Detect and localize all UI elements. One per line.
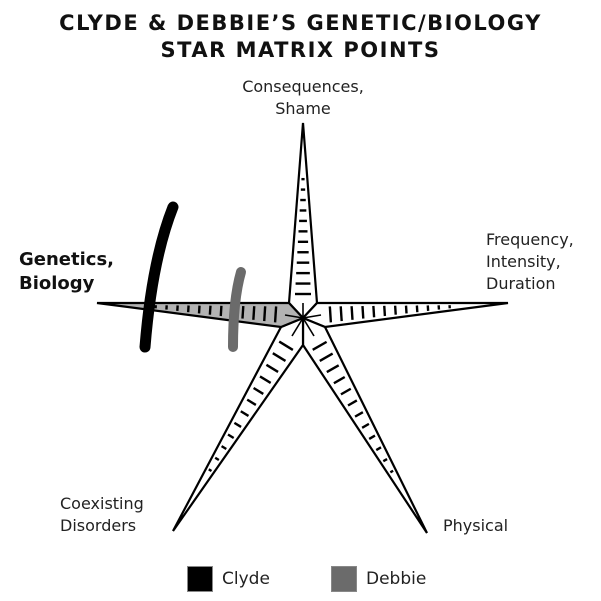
title-line-2: STAR MATRIX POINTS: [160, 38, 441, 62]
star-point-physical: [301, 316, 428, 534]
tick-mark: [208, 305, 212, 315]
tick-mark: [252, 387, 264, 395]
title-line-1: CLYDE & DEBBIE’S GENETIC/BIOLOGY: [59, 11, 542, 35]
tick-mark: [350, 306, 354, 320]
label-consequences: Consequences,Shame: [242, 77, 364, 118]
label-frequency: Frequency,Intensity,Duration: [486, 230, 574, 293]
tick-mark: [340, 387, 352, 396]
star-center-divider: [302, 314, 322, 319]
star-point-frequency: [301, 301, 509, 329]
legend-swatch-debbie: [331, 566, 357, 592]
chart-title: CLYDE & DEBBIE’S GENETIC/BIOLOGY STAR MA…: [0, 10, 601, 64]
tick-mark: [252, 306, 256, 320]
tick-mark: [361, 305, 365, 319]
star-point-genetics: [96, 301, 305, 329]
tick-mark: [375, 446, 382, 452]
tick-mark: [319, 352, 334, 363]
tick-mark: [220, 445, 227, 450]
tick-mark: [339, 306, 343, 322]
marker-debbie: [228, 267, 246, 352]
star-center-divider: [302, 317, 315, 337]
tick-mark: [259, 375, 272, 384]
tick-mark: [368, 434, 376, 440]
legend-item-debbie: Debbie: [331, 566, 426, 592]
tick-mark: [312, 340, 328, 351]
tick-mark: [326, 364, 340, 374]
tick-mark: [208, 468, 213, 473]
tick-mark: [404, 305, 408, 314]
tick-mark: [393, 305, 397, 315]
star-point-consequences: [287, 122, 319, 320]
tick-mark: [227, 433, 235, 439]
tick-mark: [278, 340, 294, 351]
star-center-divider: [284, 314, 304, 319]
tick-mark: [333, 375, 346, 385]
label-physical: Physical: [443, 516, 509, 535]
tick-mark: [347, 399, 358, 407]
tick-mark: [273, 306, 278, 323]
marker-clyde: [139, 201, 179, 353]
tick-mark: [382, 457, 388, 463]
tick-mark: [389, 469, 394, 474]
legend-label-clyde: Clyde: [222, 569, 270, 589]
tick-mark: [361, 422, 370, 429]
tick-mark: [214, 456, 220, 462]
legend-label-debbie: Debbie: [366, 569, 427, 589]
star-center-divider: [291, 317, 304, 337]
tick-mark: [240, 410, 250, 417]
tick-mark: [241, 305, 245, 319]
tick-mark: [328, 306, 333, 323]
tick-mark: [372, 305, 376, 318]
tick-mark: [383, 305, 387, 317]
legend-item-clyde: Clyde: [187, 566, 270, 592]
tick-mark: [265, 363, 279, 373]
tick-mark: [219, 305, 223, 317]
tick-mark: [272, 352, 287, 362]
star-point-coexisting: [172, 316, 305, 532]
tick-mark: [233, 421, 242, 428]
tick-mark: [354, 411, 364, 418]
tick-mark: [246, 398, 257, 406]
legend-swatch-clyde: [187, 566, 213, 592]
tick-mark: [263, 306, 267, 322]
label-genetics: Genetics,Biology: [19, 249, 115, 294]
